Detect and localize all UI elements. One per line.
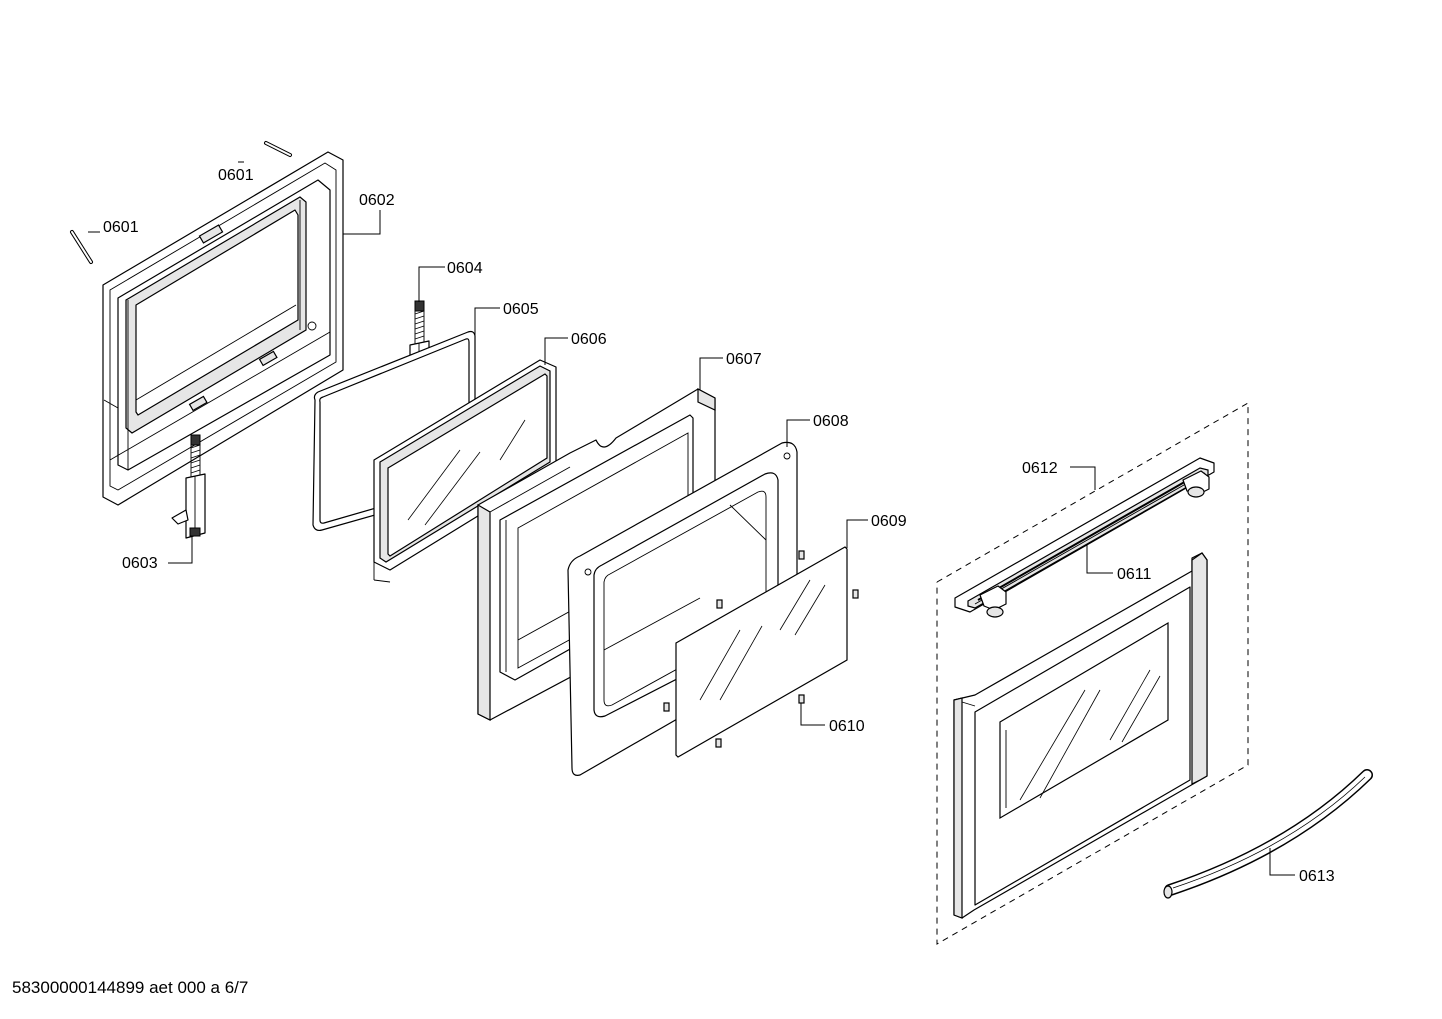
document-id-footer: 58300000144899 aet 000 a 6/7 [12,978,249,997]
callout-0602: 0602 [359,192,395,209]
leader-0609 [846,519,868,548]
part-0611-trim-rail [977,470,1210,618]
leader-lines [88,161,1295,876]
part-0613-door-handle [1163,769,1373,899]
callout-0607: 0607 [726,351,762,368]
callout-0606: 0606 [571,331,607,348]
part-0601-pin-top [264,141,292,157]
leader-0605 [474,307,500,338]
leader-0602 [343,210,381,235]
callout-0608: 0608 [813,413,849,430]
callout-0610: 0610 [829,718,865,735]
leader-0604 [418,266,445,302]
callout-0601-top: 0601 [218,167,254,184]
leader-0606 [544,337,568,365]
leader-0607 [699,357,723,390]
part-0602-inner-door-frame [102,151,344,506]
callout-0612: 0612 [1022,460,1058,477]
callout-0604: 0604 [447,260,483,277]
leader-0608 [786,419,810,447]
callout-0605: 0605 [503,301,539,318]
callout-labels: 0601 0601 0602 0603 0604 0605 0606 0607 … [103,167,1335,885]
leader-0611 [1086,545,1113,574]
leader-0603 [168,536,193,564]
leader-0612 [1070,466,1096,490]
part-0606-inner-glass-assembly [373,359,557,583]
leader-0613 [1269,848,1295,876]
leader-0610 [800,703,825,726]
part-0608-inner-door-panel [567,441,859,776]
part-outer-door-panel [953,552,1208,919]
callout-0603: 0603 [122,555,158,572]
callout-0609: 0609 [871,513,907,530]
part-0603-hinge [171,434,206,539]
callout-0601-left: 0601 [103,219,139,236]
callout-0613: 0613 [1299,868,1335,885]
part-0601-pin-left [70,230,93,264]
assembly-outer-door-enclosure [936,402,1249,945]
part-0609-glass-pane [675,546,848,758]
callout-0611: 0611 [1117,566,1152,583]
